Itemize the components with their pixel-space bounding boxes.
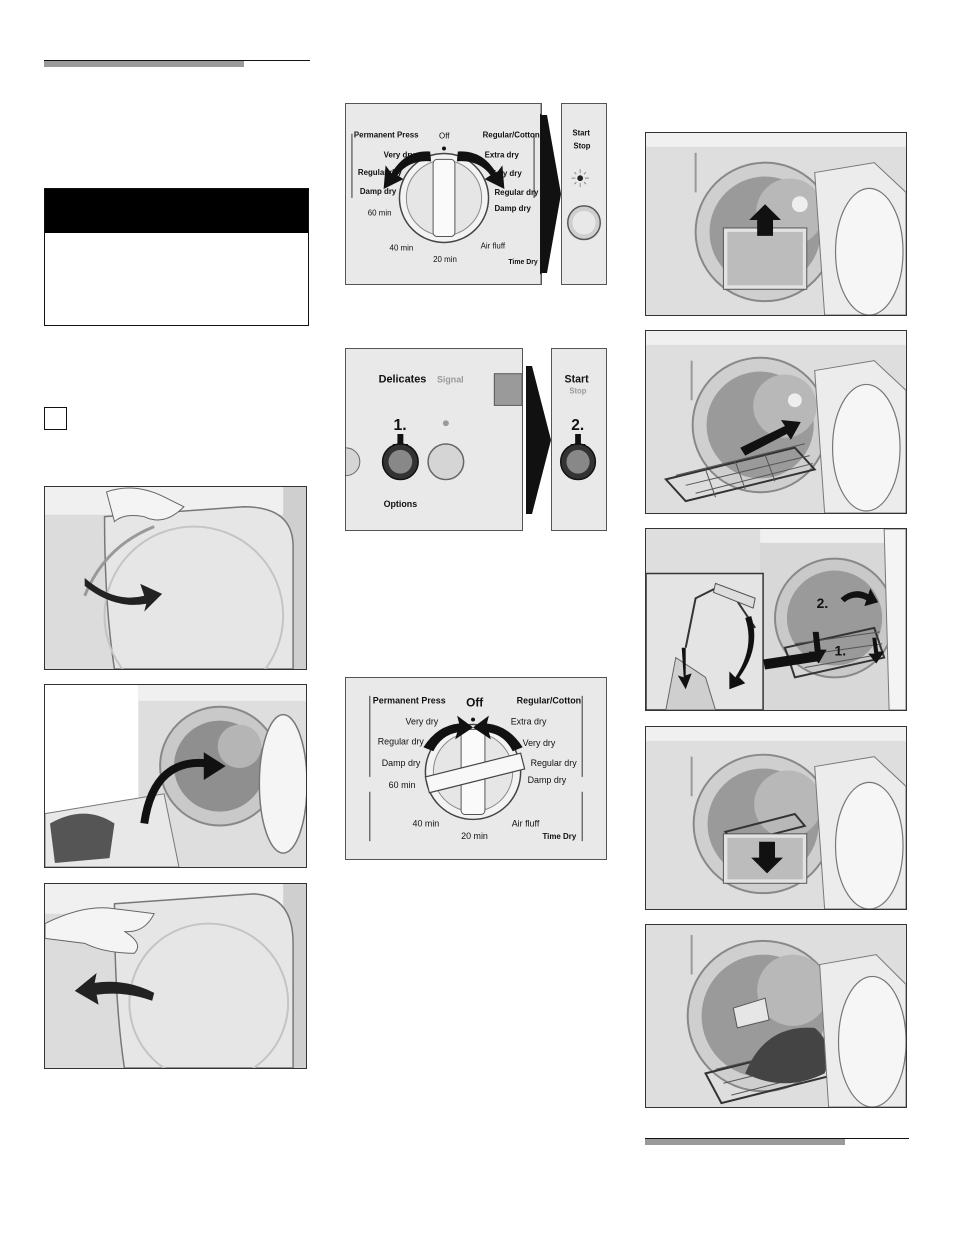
label-permanent-press-2: Permanent Press (373, 696, 446, 706)
arrow-right-icon (456, 151, 505, 190)
dial-panel-1: Permanent Press Very dry Regular dry Dam… (345, 103, 542, 285)
label-very-dry-left: Very dry (384, 150, 416, 159)
label-40-min: 40 min (390, 243, 414, 252)
label-regular-dry-left-2: Regular dry (378, 736, 425, 746)
pointer-arrow-icon-2 (526, 366, 551, 514)
label-60-min-2: 60 min (389, 780, 416, 790)
step-checkbox[interactable] (44, 407, 67, 430)
photo-secure-rack: 2. 1. (645, 528, 907, 711)
arrow-left-icon-2 (423, 715, 474, 752)
label-start-2: Start (565, 374, 590, 386)
label-time-dry-2: Time Dry (542, 832, 576, 841)
photo-replace-filter (645, 726, 907, 910)
label-step-2: 2. (571, 417, 584, 434)
label-very-dry-right-2: Very dry (523, 738, 556, 748)
top-left-rule (44, 60, 310, 61)
photo-load-laundry (44, 684, 307, 868)
label-regular-dry-right-2: Regular dry (531, 758, 578, 768)
label-regular-dry-right: Regular dry (494, 188, 539, 197)
label-off: Off (439, 132, 450, 141)
label-20-min-2: 20 min (461, 831, 488, 841)
label-rack-step-1: 1. (835, 643, 847, 659)
label-air-fluff-2: Air fluff (512, 818, 540, 828)
label-options: Options (384, 499, 418, 509)
label-damp-dry-left: Damp dry (360, 187, 397, 196)
warning-header (45, 189, 308, 233)
label-regular-dry-left: Regular dry (358, 168, 403, 177)
bottom-right-grey-bar (645, 1139, 845, 1145)
label-60-min: 60 min (368, 209, 392, 218)
label-damp-dry-right-2: Damp dry (528, 775, 567, 785)
label-regular-cotton: Regular/Cotton (483, 131, 540, 140)
pointer-arrow-icon-1 (541, 103, 561, 285)
label-regular-cotton-2: Regular/Cotton (517, 696, 581, 706)
label-very-dry-right: Very dry (491, 169, 523, 178)
warning-box (44, 188, 309, 326)
label-stop-2: Stop (569, 386, 586, 395)
label-extra-dry: Extra dry (485, 150, 520, 159)
label-very-dry-left-2: Very dry (406, 716, 439, 726)
label-air-fluff: Air fluff (481, 241, 506, 250)
arrow-left-icon (383, 151, 432, 190)
photo-remove-filter (645, 132, 907, 316)
label-extra-dry-2: Extra dry (511, 716, 547, 726)
label-delicates: Delicates (379, 374, 427, 386)
label-40-min-2: 40 min (412, 818, 439, 828)
label-rack-step-2: 2. (817, 595, 829, 611)
label-20-min: 20 min (433, 255, 457, 264)
label-signal: Signal (437, 375, 464, 385)
start-stop-panel-2: Start Stop 2. (551, 348, 607, 531)
label-stop: Stop (573, 141, 590, 150)
label-step-1: 1. (393, 417, 406, 434)
label-time-dry: Time Dry (508, 259, 538, 266)
arrow-right-icon-2 (473, 715, 523, 752)
label-permanent-press: Permanent Press (354, 131, 419, 140)
top-left-grey-bar (44, 61, 244, 67)
photo-rack-loaded (645, 924, 907, 1108)
dial-panel-2: Permanent Press Very dry Regular dry Dam… (345, 677, 607, 860)
label-damp-dry-left-2: Damp dry (382, 758, 421, 768)
bottom-right-rule (645, 1138, 909, 1139)
label-start: Start (573, 129, 591, 138)
photo-open-door (44, 486, 307, 670)
photo-close-door (44, 883, 307, 1069)
start-stop-panel-1: Start Stop (561, 103, 607, 285)
label-off-2: Off (466, 696, 483, 710)
options-panel: Delicates Signal 1. Options (345, 348, 523, 531)
label-damp-dry-right: Damp dry (494, 204, 531, 213)
photo-insert-rack (645, 330, 907, 514)
